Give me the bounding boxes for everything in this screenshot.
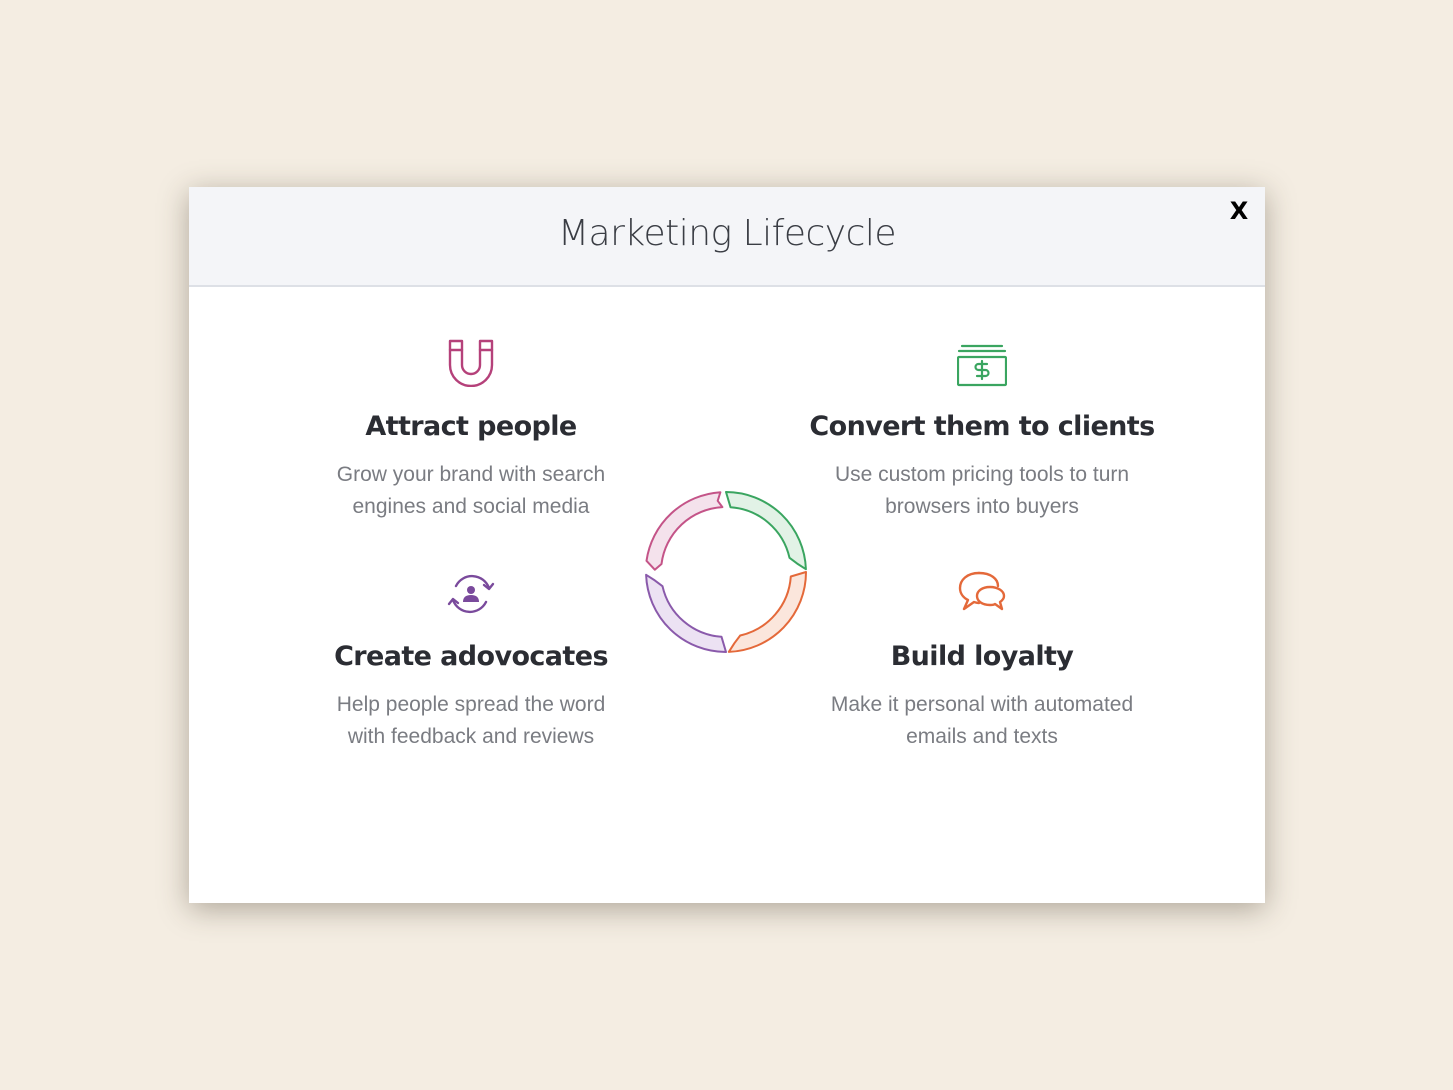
step-description-line: Make it personal with automated: [830, 693, 1134, 716]
modal-header: Marketing Lifecycle: [189, 187, 1265, 287]
step-description-line: Help people spread the word: [336, 693, 606, 716]
step-description-line: Grow your brand with search: [336, 463, 606, 486]
modal-title: Marketing Lifecycle: [557, 213, 897, 254]
marketing-lifecycle-modal: Marketing Lifecycle X Attract people Gro…: [189, 187, 1265, 903]
cycle-arrow-advocates: [645, 573, 727, 653]
step-title: Convert them to clients: [809, 411, 1155, 442]
cycle-arrow-loyalty: [727, 571, 807, 653]
user-refresh-icon: [447, 574, 495, 614]
step-description: Grow your brand with search engines and …: [291, 459, 651, 523]
step-title: Create adovocates: [334, 641, 608, 672]
magnet-icon: [448, 339, 494, 387]
step-description-line: with feedback and reviews: [347, 725, 595, 748]
chat-bubbles-icon: [958, 571, 1006, 611]
step-description-line: emails and texts: [906, 725, 1058, 748]
step-description: Use custom pricing tools to turn browser…: [802, 459, 1162, 523]
money-icon: [957, 344, 1007, 387]
close-button[interactable]: X: [1229, 197, 1249, 225]
lifecycle-cycle-diagram: [645, 491, 807, 653]
step-description-line: browsers into buyers: [885, 495, 1079, 518]
step-description-line: Use custom pricing tools to turn: [834, 463, 1130, 486]
step-description-line: engines and social media: [352, 495, 590, 518]
step-description: Make it personal with automated emails a…: [802, 689, 1162, 753]
step-description: Help people spread the word with feedbac…: [291, 689, 651, 753]
step-title: Attract people: [365, 411, 577, 442]
step-title: Build loyalty: [890, 641, 1074, 672]
cycle-arrow-attract: [645, 491, 724, 571]
cycle-arrow-convert: [725, 491, 807, 571]
